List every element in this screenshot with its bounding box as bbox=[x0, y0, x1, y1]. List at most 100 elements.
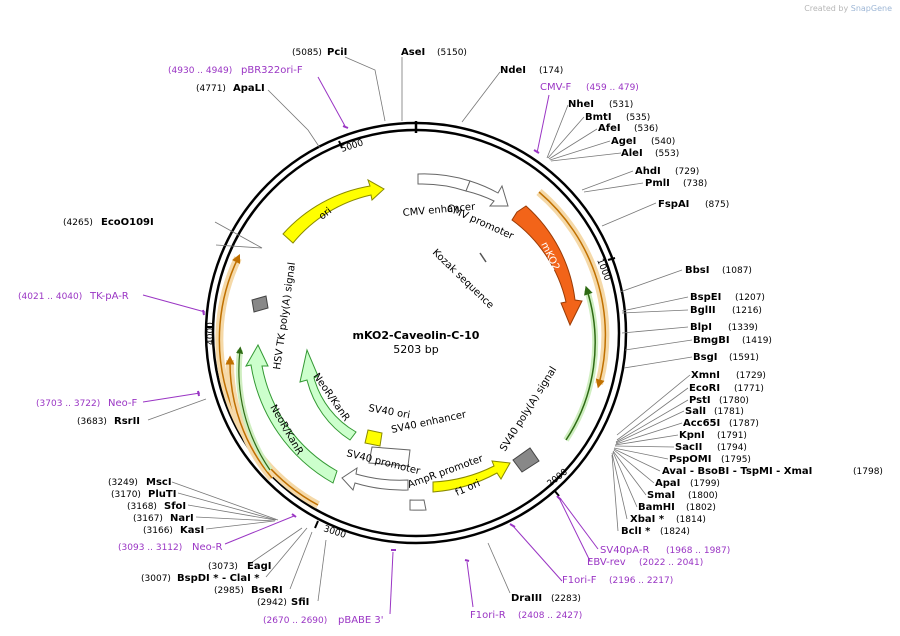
snapgene-credit: Created by SnapGene bbox=[804, 4, 892, 13]
site-pos: (3007) bbox=[141, 574, 171, 584]
site-pos: (4771) bbox=[196, 84, 226, 94]
site-name: BclI * bbox=[621, 526, 651, 537]
site-name: EagI bbox=[247, 561, 271, 572]
site-pos: (553) bbox=[655, 149, 679, 159]
site-name: XmnI bbox=[691, 370, 720, 381]
site-pos: (875) bbox=[705, 200, 729, 210]
primer-name: SV40pA-R bbox=[600, 545, 649, 556]
tick-label-4000: 4000 bbox=[206, 322, 216, 345]
primer-range: (2670 .. 2690) bbox=[263, 616, 327, 626]
site-name: ApaI bbox=[655, 478, 680, 489]
feature-neor-small bbox=[299, 348, 357, 441]
site-pos: (535) bbox=[626, 113, 650, 123]
site-pos: (1207) bbox=[735, 293, 765, 303]
primer-range: (2196 .. 2217) bbox=[609, 576, 673, 586]
site-pos: (5085) bbox=[292, 48, 322, 58]
site-name: BlpI bbox=[690, 322, 712, 333]
feature-cmv-enhancer bbox=[417, 173, 471, 192]
site-name: KasI bbox=[180, 525, 204, 536]
site-name: PspOMI bbox=[669, 454, 711, 465]
site-name: SfoI bbox=[164, 501, 186, 512]
primer-range: (4021 .. 4040) bbox=[18, 292, 82, 302]
site-name: XbaI * bbox=[630, 514, 665, 525]
site-pos: (1800) bbox=[688, 491, 718, 501]
site-name: EcoRI bbox=[689, 383, 720, 394]
credit-prefix: Created by bbox=[804, 4, 849, 13]
primer-range: (1968 .. 1987) bbox=[666, 546, 730, 556]
site-name: AgeI bbox=[611, 136, 636, 147]
feature-sv40-promoter bbox=[341, 466, 409, 491]
site-name: ApaLI bbox=[233, 83, 265, 94]
site-name: BglII bbox=[690, 305, 716, 316]
site-name: SacII bbox=[675, 442, 702, 453]
primer-name: CMV-F bbox=[540, 82, 571, 93]
primer-name: pBR322ori-F bbox=[241, 65, 303, 76]
primer-leaders bbox=[142, 76, 599, 615]
site-name: BbsI bbox=[685, 265, 709, 276]
feature-label-sv40-ori: SV40 ori bbox=[367, 403, 410, 421]
primer-range: (4930 .. 4949) bbox=[168, 66, 232, 76]
site-name: NheI bbox=[568, 99, 594, 110]
site-pos: (1591) bbox=[729, 353, 759, 363]
site-name: SfiI bbox=[291, 597, 309, 608]
feature-ampr-promoter bbox=[409, 499, 427, 511]
site-pos: (1729) bbox=[736, 371, 766, 381]
site-name: EcoO109I bbox=[101, 217, 154, 228]
site-name: SalI bbox=[685, 406, 706, 417]
site-pos: (1794) bbox=[717, 443, 747, 453]
tick-label-3000: 3000 bbox=[322, 524, 347, 541]
site-pos: (1814) bbox=[676, 515, 706, 525]
site-pos: (2942) bbox=[257, 598, 287, 608]
site-pos: (1798) bbox=[853, 467, 883, 477]
site-pos: (3073) bbox=[208, 562, 238, 572]
site-pos: (4265) bbox=[63, 218, 93, 228]
site-pos: (1824) bbox=[660, 527, 690, 537]
site-name: BmgBI bbox=[693, 335, 730, 346]
primer-range: (459 .. 479) bbox=[586, 83, 639, 93]
feature-sv40-ori bbox=[364, 429, 383, 447]
primer-name: EBV-rev bbox=[587, 557, 626, 568]
site-pos: (3249) bbox=[108, 478, 138, 488]
tick-label-5000: 5000 bbox=[340, 138, 365, 155]
site-name: PstI bbox=[689, 395, 711, 406]
site-pos: (1419) bbox=[742, 336, 772, 346]
site-pos: (1781) bbox=[714, 407, 744, 417]
site-name: AleI bbox=[621, 148, 643, 159]
site-name: BmtI bbox=[585, 112, 612, 123]
site-pos: (2283) bbox=[551, 594, 581, 604]
site-name: NdeI bbox=[500, 65, 526, 76]
feature-cmv-promoter bbox=[465, 180, 509, 207]
site-name: AhdI bbox=[635, 166, 661, 177]
site-name: DraIII bbox=[511, 593, 542, 604]
feature-kozak bbox=[479, 252, 487, 263]
primer-range: (3093 .. 3112) bbox=[118, 543, 182, 553]
site-name: SmaI bbox=[647, 490, 675, 501]
site-name: KpnI bbox=[679, 430, 705, 441]
site-name: AseI bbox=[401, 47, 425, 58]
feature-sv40-enhancer bbox=[368, 446, 411, 467]
site-name: NarI bbox=[170, 513, 194, 524]
site-pos: (536) bbox=[634, 124, 658, 134]
site-pos: (1087) bbox=[722, 266, 752, 276]
site-pos: (2985) bbox=[214, 586, 244, 596]
site-pos: (1791) bbox=[717, 431, 747, 441]
site-name: RsrII bbox=[114, 416, 140, 427]
site-name: BsgI bbox=[693, 352, 717, 363]
credit-brand: SnapGene bbox=[850, 4, 892, 13]
site-pos: (3170) bbox=[111, 490, 141, 500]
primer-tracks bbox=[215, 188, 610, 509]
site-name: FspAI bbox=[658, 199, 689, 210]
plasmid-size: 5203 bp bbox=[393, 343, 438, 356]
feature-ori bbox=[282, 178, 385, 244]
feature-arrows bbox=[245, 173, 583, 511]
site-name: MscI bbox=[146, 477, 172, 488]
leader-lines bbox=[147, 56, 693, 602]
primer-labels: (4930 .. 4949) pBR322ori-F CMV-F (459 ..… bbox=[18, 65, 730, 626]
site-name: AfeI bbox=[598, 123, 621, 134]
site-pos: (1802) bbox=[686, 503, 716, 513]
site-pos: (540) bbox=[651, 137, 675, 147]
primer-name: pBABE 3' bbox=[338, 615, 384, 626]
site-name: PluTI bbox=[148, 489, 176, 500]
primer-name: F1ori-R bbox=[470, 610, 506, 621]
